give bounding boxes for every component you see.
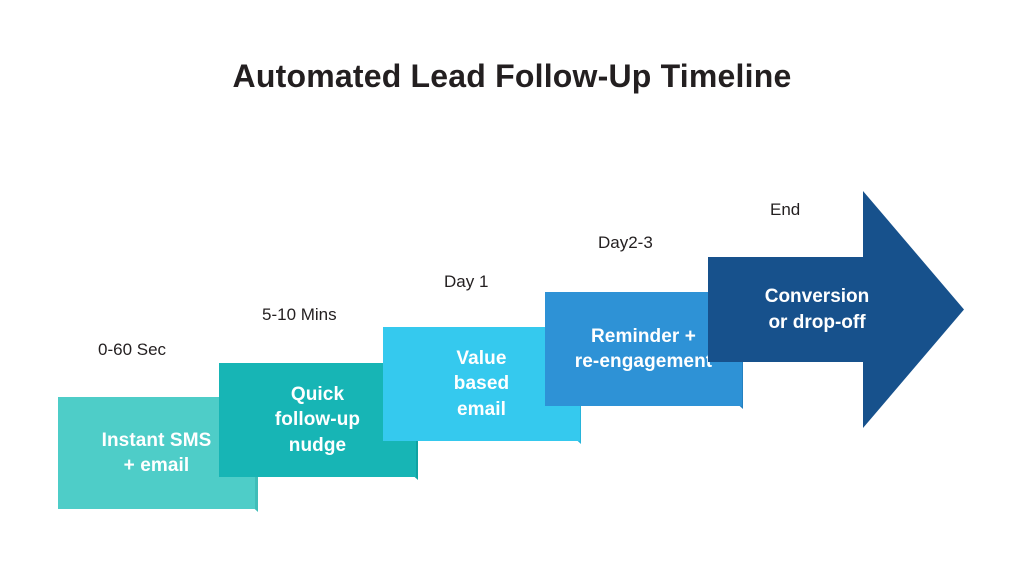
step-5-label: Conversion or drop-off <box>764 286 870 333</box>
step-4-label: Reminder + re-engagement <box>574 325 713 372</box>
page-title: Automated Lead Follow-Up Timeline <box>232 58 792 94</box>
step-1-label: Instant SMS + email <box>101 429 212 476</box>
step-2-time-label: 5-10 Mins <box>262 305 337 324</box>
step-1-time-label: 0-60 Sec <box>98 340 167 359</box>
arrow-right-icon <box>708 191 964 428</box>
step-3-time-label: Day 1 <box>444 272 489 291</box>
step-3-label: Value based email <box>453 348 510 420</box>
step-2-label: Quick follow-up nudge <box>274 384 361 456</box>
step-5-time-label: End <box>770 200 801 219</box>
step-4-time-label: Day2-3 <box>598 233 653 252</box>
step-5-block[interactable]: Conversion or drop-off <box>708 191 964 428</box>
